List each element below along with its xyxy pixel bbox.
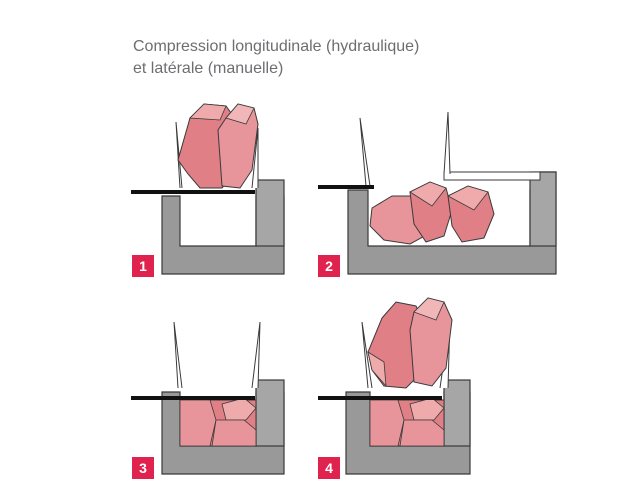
step-number-1: 1 [139,258,147,274]
meat-pieces [367,297,453,447]
step-number-3: 3 [139,460,147,476]
panel-4: 4 [318,297,471,479]
diagram-title: Compression longitudinale (hydraulique) … [133,36,493,80]
side-guide-right [443,111,451,175]
side-guide-right [251,127,259,189]
step-badge-2 [318,255,340,277]
panel-2: 2 [318,111,557,277]
side-guide-left [361,321,373,389]
lateral-plate [255,379,285,447]
meat-pieces [369,181,495,245]
hydraulic-ram [318,396,442,400]
lateral-plate [529,171,557,247]
meat-pieces [179,397,257,447]
panel-3: 3 [131,321,285,479]
upper-guide [443,171,541,181]
lateral-plate [443,379,471,447]
panel-1: 1 [131,103,285,277]
step-badge-1 [132,255,154,277]
side-guide-left [359,117,371,187]
side-guide-right [251,321,261,389]
step-badge-3 [132,457,154,479]
title-line-2: et latérale (manuelle) [133,60,284,77]
step-badge-4 [318,457,340,479]
step-number-4: 4 [325,460,333,476]
hydraulic-ram [131,396,255,400]
hydraulic-ram [318,185,374,189]
hydraulic-ram [131,190,255,194]
title-line-1: Compression longitudinale (hydraulique) [133,38,420,55]
side-guide-left [173,321,183,389]
lateral-plate [255,179,285,247]
step-number-2: 2 [325,258,333,274]
meat-pieces [177,103,259,189]
